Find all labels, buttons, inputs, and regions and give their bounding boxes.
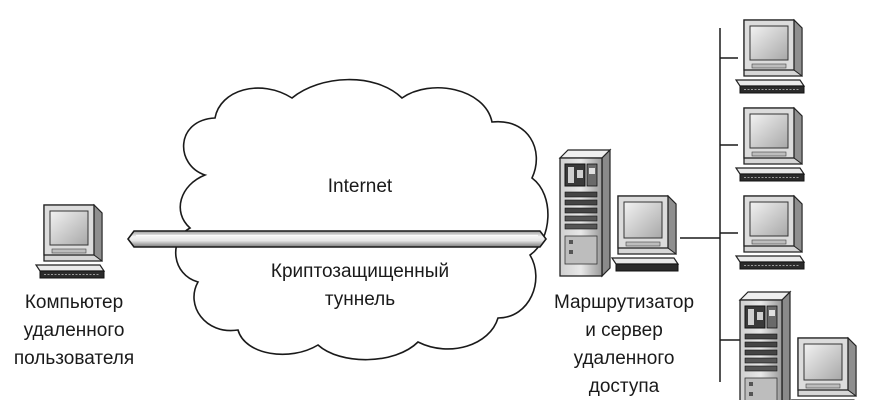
tunnel-label-line-1: Криптозащищенный bbox=[271, 261, 449, 282]
tunnel-label-line-2: туннель bbox=[325, 289, 395, 310]
remote-access-server-icon bbox=[559, 149, 679, 277]
lan-workstation-icon bbox=[735, 19, 805, 94]
remote-user-label-line-1: Компьютер bbox=[25, 292, 123, 313]
lan-workstation-icon bbox=[735, 195, 805, 270]
remote-user-computer-icon bbox=[35, 204, 105, 279]
internet-cloud bbox=[175, 78, 549, 361]
remote-user-label-line-3: пользователя bbox=[14, 348, 134, 369]
lan-server-icon bbox=[739, 291, 859, 400]
access-server-label-line-2: и сервер bbox=[585, 320, 663, 341]
cloud-label: Internet bbox=[328, 176, 393, 197]
access-server-label-line-3: удаленного bbox=[574, 348, 675, 369]
remote-user-label-line-2: удаленного bbox=[24, 320, 125, 341]
access-server-label-line-4: доступа bbox=[589, 376, 660, 397]
lan-workstation-icon bbox=[735, 107, 805, 182]
encrypted-tunnel-pipe bbox=[127, 230, 547, 248]
access-server-label-line-1: Маршрутизатор bbox=[554, 292, 694, 313]
